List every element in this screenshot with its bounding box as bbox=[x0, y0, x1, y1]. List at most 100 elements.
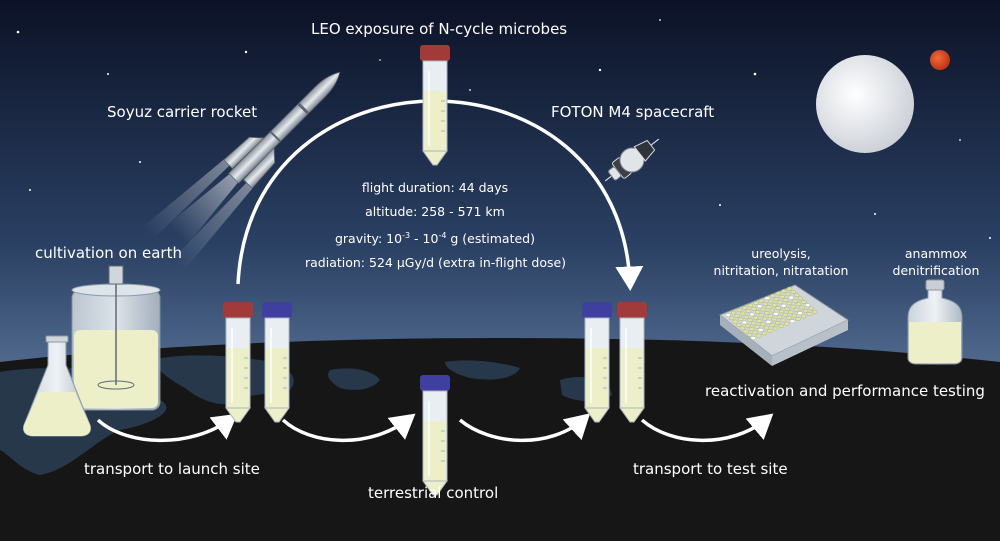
plate-well bbox=[779, 294, 785, 299]
plate-well bbox=[792, 299, 798, 303]
plate-well bbox=[736, 308, 742, 313]
arrow-to-test-site bbox=[640, 413, 774, 443]
plate-well bbox=[739, 326, 746, 331]
plate-well bbox=[802, 308, 809, 313]
gravity-middle: - 10 bbox=[410, 231, 439, 247]
plate-well bbox=[797, 296, 804, 301]
plate-well bbox=[780, 318, 786, 323]
plate-well bbox=[750, 336, 756, 340]
gravity-exponent-1: -3 bbox=[402, 231, 411, 240]
plate-well bbox=[812, 309, 818, 314]
plate-well bbox=[784, 292, 791, 297]
gravity-prefix: gravity: 10 bbox=[334, 231, 403, 247]
plate-well bbox=[770, 293, 776, 298]
plate-well bbox=[776, 315, 783, 319]
plate-well bbox=[756, 304, 763, 309]
plate-well bbox=[797, 311, 803, 316]
plate-well bbox=[763, 325, 770, 330]
plate-well bbox=[732, 319, 738, 324]
plate-well bbox=[801, 299, 807, 304]
plate-well bbox=[795, 302, 802, 307]
plate-well bbox=[741, 320, 748, 325]
plate-well bbox=[767, 314, 774, 319]
transport-launch-label: transport to launch site bbox=[84, 460, 260, 478]
gravity-suffix: g (estimated) bbox=[446, 231, 535, 247]
gravity-exponent-2: -4 bbox=[438, 231, 447, 240]
vial-assays-label: anammox denitrification bbox=[886, 245, 986, 279]
plate-well bbox=[745, 309, 752, 313]
plate-well bbox=[773, 311, 779, 316]
plate-well bbox=[795, 317, 801, 321]
arrow-from-terrestrial-control bbox=[458, 413, 591, 443]
plate-well bbox=[761, 331, 768, 336]
plate-well bbox=[786, 316, 792, 320]
plate-well bbox=[775, 291, 782, 296]
plate-well bbox=[753, 301, 759, 305]
plate-well bbox=[748, 327, 755, 331]
test-tube-return-red bbox=[617, 302, 647, 423]
plate-well bbox=[740, 311, 746, 316]
cultivation-vessel-icon bbox=[71, 265, 161, 411]
plate-well bbox=[743, 329, 749, 334]
transport-test-label: transport to test site bbox=[633, 460, 788, 478]
plate-well bbox=[754, 310, 761, 314]
moon bbox=[816, 55, 914, 153]
plate-well bbox=[790, 290, 796, 294]
title-label: LEO exposure of N-cycle microbes bbox=[311, 20, 568, 38]
plate-well bbox=[769, 323, 775, 328]
anammox-label: anammox bbox=[904, 246, 968, 261]
plate-well bbox=[750, 321, 757, 326]
plate-well bbox=[760, 307, 766, 312]
plate-well bbox=[758, 298, 765, 303]
plate-well bbox=[774, 320, 781, 325]
plate-well bbox=[769, 308, 776, 313]
plate-well bbox=[808, 306, 814, 311]
arrow-to-launch-site bbox=[96, 413, 238, 443]
plate-well bbox=[730, 310, 737, 315]
plate-well bbox=[728, 316, 735, 321]
flight-radiation: radiation: 524 µGy/d (extra in-flight do… bbox=[305, 255, 567, 271]
plate-well bbox=[758, 328, 764, 332]
plate-well bbox=[773, 297, 780, 301]
plate-well bbox=[746, 332, 753, 337]
plate-well bbox=[745, 323, 751, 328]
plate-well bbox=[791, 313, 798, 318]
plate-well bbox=[747, 303, 754, 308]
plate-well bbox=[771, 317, 777, 322]
plate-well bbox=[778, 309, 785, 314]
plate-well bbox=[765, 320, 772, 324]
plate-well bbox=[758, 313, 764, 318]
red-planet bbox=[930, 50, 950, 70]
plate-well bbox=[738, 317, 744, 322]
plate-well bbox=[778, 324, 784, 328]
plate-well bbox=[788, 310, 794, 315]
test-tube-launch-red bbox=[223, 302, 253, 423]
plate-well bbox=[764, 296, 770, 301]
plate-well bbox=[734, 314, 740, 318]
terrestrial-control-label: terrestrial control bbox=[368, 484, 499, 502]
plate-well bbox=[781, 289, 787, 293]
plate-well bbox=[767, 329, 773, 333]
test-tube-orbit bbox=[420, 45, 450, 166]
denitrification-label: denitrification bbox=[892, 263, 980, 278]
plate-well bbox=[768, 299, 774, 304]
plate-well bbox=[793, 308, 800, 312]
plate-well bbox=[794, 293, 800, 298]
plate-well bbox=[800, 314, 807, 319]
anammox-vial-icon bbox=[907, 279, 963, 365]
plate-well bbox=[775, 306, 781, 310]
plate-well bbox=[764, 311, 770, 315]
plate-well bbox=[786, 301, 792, 306]
flight-parameters: flight duration: 44 days altitude: 258 -… bbox=[305, 176, 567, 275]
reactivation-label: reactivation and performance testing bbox=[705, 382, 985, 400]
plate-well bbox=[789, 319, 796, 324]
plate-well bbox=[747, 318, 753, 322]
well-plate-icon bbox=[719, 284, 850, 366]
cultivation-label: cultivation on earth bbox=[35, 244, 182, 262]
plate-well bbox=[743, 314, 750, 319]
test-tube-launch-blue bbox=[262, 302, 292, 423]
soyuz-rocket-icon bbox=[141, 71, 341, 271]
plate-well bbox=[777, 300, 783, 305]
